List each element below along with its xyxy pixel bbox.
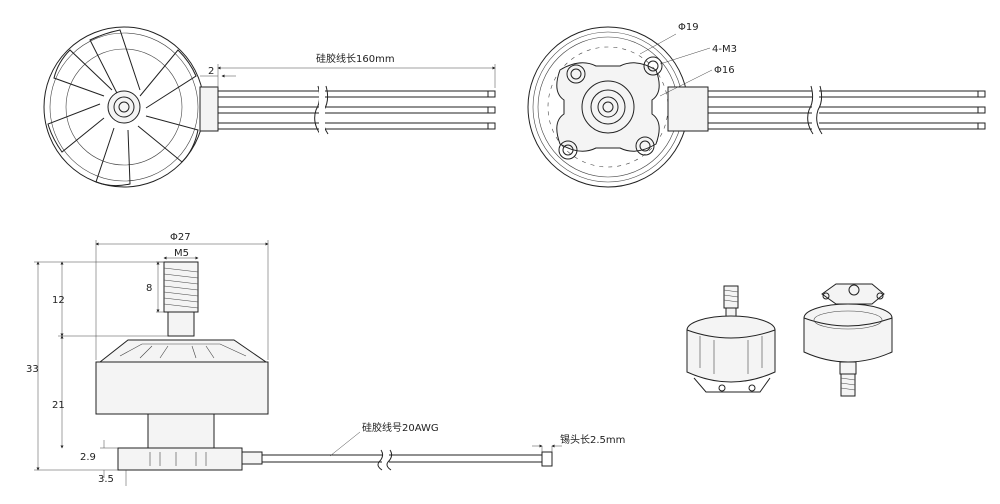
label-dim-33: 33: [26, 364, 39, 375]
label-dim-12: 12: [52, 295, 65, 306]
rear-view-dimensions: Φ19 4-M3 Φ16: [639, 22, 737, 97]
isometric-view-left: [686, 285, 776, 393]
wires-top-right: [708, 85, 986, 135]
label-dim-2-9: 2.9: [80, 452, 96, 463]
label-gap-2: 2: [208, 66, 214, 77]
label-thread-m5: M5: [174, 248, 189, 259]
isometric-view-right: [803, 283, 893, 397]
wires-top-left: [218, 85, 496, 135]
label-dim-21: 21: [52, 400, 65, 411]
label-tin-length: 锡头长2.5mm: [560, 433, 625, 446]
label-wire-length: 硅胶线长160mm: [316, 52, 395, 65]
label-dim-8: 8: [146, 283, 152, 294]
label-dia-16: Φ16: [714, 65, 735, 76]
label-holes-4m3: 4-M3: [712, 44, 737, 55]
label-dia-27: Φ27: [170, 232, 191, 243]
bell-spokes: [47, 29, 199, 187]
bottom-wire: 硅胶线号20AWG 锡头长2.5mm: [262, 421, 625, 471]
front-view-bell: [43, 26, 219, 188]
side-view: [95, 261, 269, 471]
label-dia-19: Φ19: [678, 22, 699, 33]
label-dim-3-5: 3.5: [98, 474, 114, 485]
dim-wire-length: 硅胶线长160mm 2: [200, 52, 496, 88]
side-view-dimensions: Φ27 M5 8 12 33 21 2.9 3.5: [26, 232, 269, 486]
rear-view-base: [527, 26, 709, 188]
label-wire-gauge: 硅胶线号20AWG: [362, 421, 439, 434]
